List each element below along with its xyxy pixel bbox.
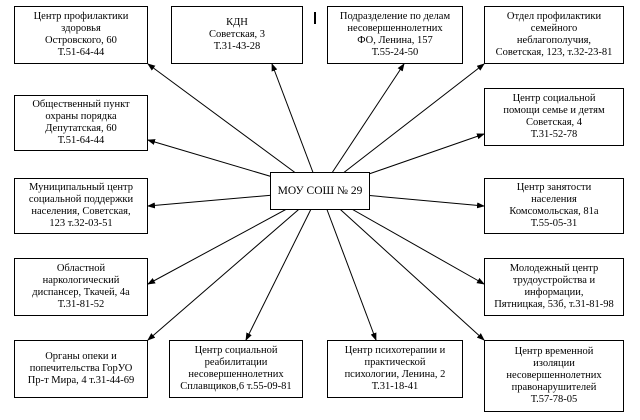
text-cursor bbox=[314, 12, 316, 24]
node-line: Центр профилактики bbox=[33, 11, 129, 22]
node-line: Центр занятости bbox=[516, 182, 592, 193]
node-municipalny-centr: Муниципальный центр социальной поддержки… bbox=[14, 178, 148, 234]
node-line: психологии, Ленина, 2 bbox=[344, 369, 446, 380]
node-line: Муниципальный центр bbox=[29, 182, 133, 193]
node-line: Советская, 4 bbox=[525, 117, 583, 128]
node-line: трудоустройства и bbox=[512, 275, 596, 286]
node-line: КДН bbox=[226, 17, 248, 28]
node-line: Т.31-52-78 bbox=[530, 129, 578, 140]
node-line: Т.55-05-31 bbox=[530, 218, 578, 229]
node-line: Советская, 3 bbox=[208, 29, 266, 40]
node-line: здоровья bbox=[61, 23, 101, 34]
node-line: наркологический bbox=[42, 275, 120, 286]
node-line: ФО, Ленина, 157 bbox=[357, 35, 433, 46]
node-line: Пятницкая, 53б, т.31-81-98 bbox=[494, 299, 614, 310]
node-mou-sosh-29: МОУ СОШ № 29 bbox=[270, 172, 370, 210]
node-line: Центр временной bbox=[514, 346, 594, 357]
node-centr-reabilitacii: Центр социальной реабилитации несовершен… bbox=[169, 340, 303, 398]
node-line: охраны порядка bbox=[45, 111, 117, 122]
node-otdel-profilaktiki: Отдел профилактики семейного неблагополу… bbox=[484, 6, 624, 64]
arrow-to-otdel-profilaktiki bbox=[319, 63, 485, 192]
node-kdn: КДН Советская, 3 Т.31-43-28 bbox=[171, 6, 303, 64]
arrow-to-organy-opeki bbox=[147, 190, 321, 341]
arrow-to-profilaktiki-zdorovya bbox=[147, 63, 321, 192]
node-line: Т.51-64-44 bbox=[57, 135, 105, 146]
node-line: Т.57-78-05 bbox=[530, 394, 578, 405]
node-line: Сплавщиков,6 т.55-09-81 bbox=[180, 381, 292, 392]
node-line: неблагополучия, bbox=[516, 35, 592, 46]
node-line: попечительства ГорУО bbox=[29, 363, 133, 374]
node-obshchestvenny-punkt: Общественный пункт охраны порядка Депута… bbox=[14, 95, 148, 151]
node-line: несовершеннолетних bbox=[506, 370, 602, 381]
node-line: Пр-т Мира, 4 т.31-44-69 bbox=[27, 375, 135, 386]
node-line: Депутатская, 60 bbox=[45, 123, 117, 134]
arrow-to-centr-reabilitacii bbox=[245, 190, 321, 341]
node-line: населения, Советская, bbox=[31, 206, 131, 217]
node-line: Т.55-24-50 bbox=[371, 47, 419, 58]
node-line: Советская, 123, т.32-23-81 bbox=[495, 47, 613, 58]
node-line: Т.31-18-41 bbox=[371, 381, 419, 392]
node-line: изоляции bbox=[533, 358, 575, 369]
node-line: населения bbox=[531, 194, 577, 205]
node-centr-vremennoj-izolyacii: Центр временной изоляции несовершеннолет… bbox=[484, 340, 624, 412]
node-line: Т.31-81-52 bbox=[57, 299, 105, 310]
node-line: несовершеннолетних bbox=[347, 23, 443, 34]
node-line: Молодежный центр bbox=[509, 263, 599, 274]
node-molodezhny-centr: Молодежный центр трудоустройства и инфор… bbox=[484, 258, 624, 316]
arrow-to-centr-psihoterapii bbox=[319, 190, 377, 341]
node-profilaktiki-zdorovya: Центр профилактики здоровья Островского,… bbox=[14, 6, 148, 64]
node-centr-zanyatosti: Центр занятости населения Комсомольская,… bbox=[484, 178, 624, 234]
node-line: Т.31-43-28 bbox=[213, 41, 261, 52]
node-line: диспансер, Ткачей, 4а bbox=[32, 287, 130, 298]
node-line: Островского, 60 bbox=[45, 35, 117, 46]
arrow-to-centr-vremennoj-izolyacii bbox=[319, 190, 485, 341]
node-line: практической bbox=[364, 357, 426, 368]
node-line: информации, bbox=[524, 287, 584, 298]
node-line: Центр психотерапии и bbox=[344, 345, 446, 356]
node-line: правонарушителей bbox=[511, 382, 597, 393]
node-organy-opeki: Органы опеки и попечительства ГорУО Пр-т… bbox=[14, 340, 148, 398]
arrow-to-kdn bbox=[271, 63, 321, 192]
node-line: Областной bbox=[56, 263, 106, 274]
node-podrazdelenie-pdn: Подразделение по делам несовершеннолетни… bbox=[327, 6, 463, 64]
node-line: семейного bbox=[530, 23, 578, 34]
node-line: Органы опеки и bbox=[45, 351, 117, 362]
node-line: социальной поддержки bbox=[28, 194, 134, 205]
node-line: Отдел профилактики bbox=[506, 11, 602, 22]
center-label: МОУ СОШ № 29 bbox=[277, 185, 363, 197]
node-line: Комсомольская, 81а bbox=[509, 206, 599, 217]
node-line: помощи семье и детям bbox=[503, 105, 605, 116]
node-line: реабилитации bbox=[204, 357, 268, 368]
arrow-to-podrazdelenie-pdn bbox=[319, 63, 405, 192]
node-line: Т.51-64-44 bbox=[57, 47, 105, 58]
node-socialnoj-pomoshchi: Центр социальной помощи семье и детям Со… bbox=[484, 88, 624, 146]
node-narkologichesky-dispanser: Областной наркологический диспансер, Тка… bbox=[14, 258, 148, 316]
node-line: несовершеннолетних bbox=[188, 369, 284, 380]
node-centr-psihoterapii: Центр психотерапии и практической психол… bbox=[327, 340, 463, 398]
node-line: Общественный пункт bbox=[32, 99, 130, 110]
node-line: Центр социальной bbox=[194, 345, 278, 356]
node-line: Центр социальной bbox=[512, 93, 596, 104]
node-line: 123 т.32-03-51 bbox=[49, 218, 113, 229]
node-line: Подразделение по делам bbox=[339, 11, 451, 22]
